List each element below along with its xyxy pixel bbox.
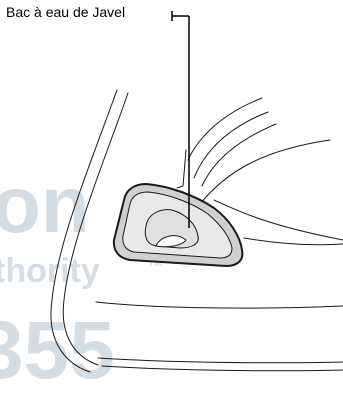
body-top-curve-2 xyxy=(244,238,343,245)
body-post xyxy=(177,150,186,188)
watermark-line-2: thority xyxy=(0,252,100,290)
watermark-line-3: 355 xyxy=(0,305,115,394)
bleach-tray-label: Bac à eau de Javel xyxy=(6,2,125,22)
lid-contour-2 xyxy=(194,112,268,178)
body-line-lower-2 xyxy=(102,366,343,371)
body-line-lower-1 xyxy=(98,358,343,363)
lid-contour-1 xyxy=(188,98,262,160)
lid-contour-3 xyxy=(202,124,276,186)
watermark-line-1: on xyxy=(0,160,90,249)
lid-contour-4 xyxy=(200,140,330,204)
bleach-tray xyxy=(114,184,243,266)
body-line-upper xyxy=(96,302,343,308)
